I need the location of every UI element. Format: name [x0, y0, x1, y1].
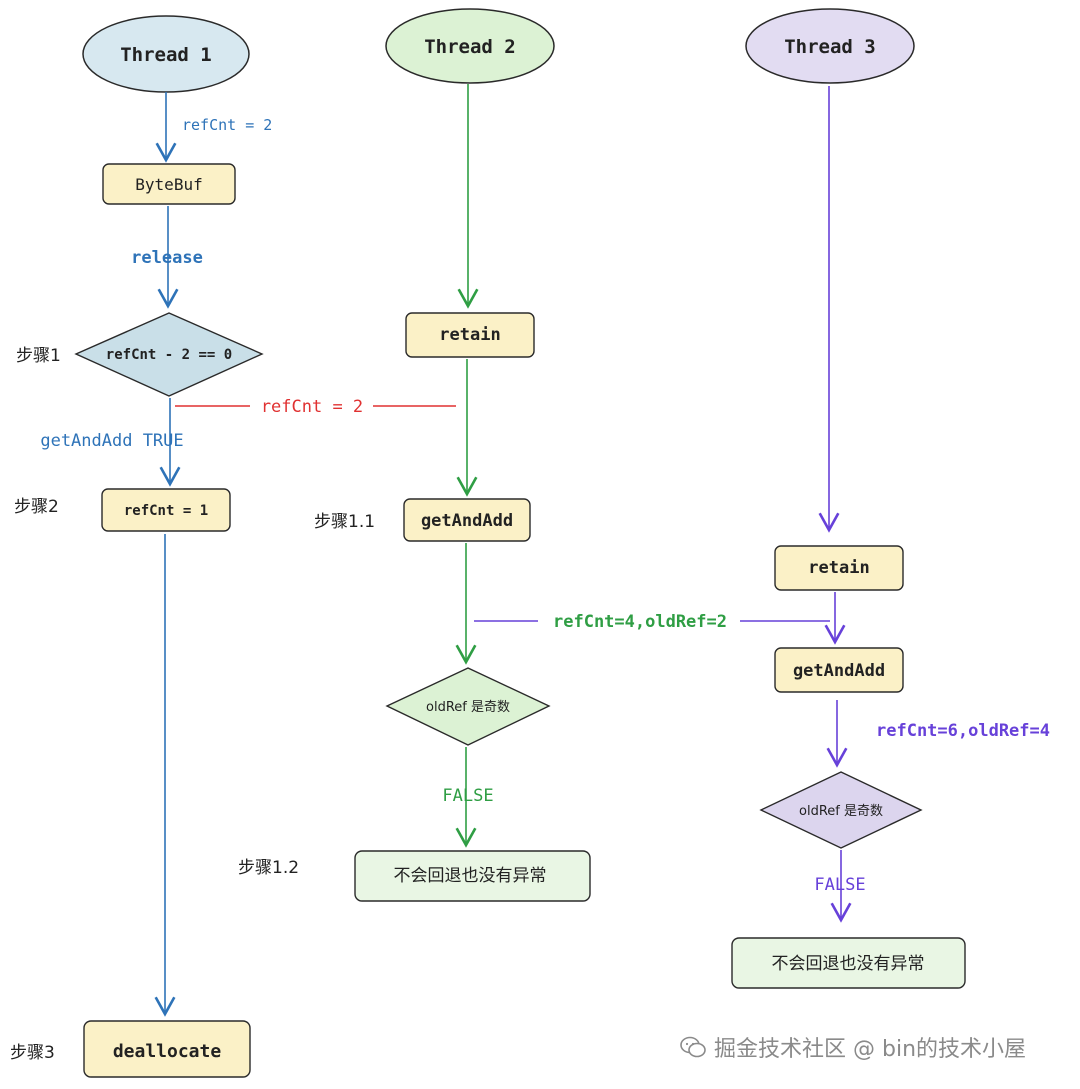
edge-label-getandadd-true: getAndAdd TRUE	[40, 431, 183, 451]
t3-result-node-shape	[731, 937, 966, 989]
thread-1-column: Thread 1 refCnt = 2 ByteBuf release refC…	[40, 15, 272, 1078]
cross-edge-t1-t2: refCnt = 2	[175, 397, 456, 417]
refcnt1-label: refCnt = 1	[124, 503, 208, 519]
thread-3-label: Thread 3	[784, 36, 876, 58]
t2-getandadd-label: getAndAdd	[421, 511, 513, 531]
t3-edge-label-false: FALSE	[814, 875, 865, 895]
t3-decision-label: oldRef 是奇数	[799, 803, 883, 819]
watermark-text: 掘金技术社区 @ bin的技术小屋	[714, 1037, 1027, 1062]
cross-edge-t2-t3-label: refCnt=4,oldRef=2	[553, 612, 727, 632]
refcnt1-node-shape	[101, 488, 231, 532]
t2-edge-label-false: FALSE	[442, 786, 493, 806]
t3-getandadd-label: getAndAdd	[793, 661, 885, 681]
decision-refcnt-minus-2-shape	[74, 312, 264, 397]
bytebuf-node-shape	[102, 163, 236, 205]
edge-label-refcnt-2: refCnt = 2	[182, 116, 272, 134]
step-1-1-label: 步骤1.1	[314, 512, 375, 532]
thread-2-node-shape	[385, 8, 555, 84]
t2-decision-shape	[385, 667, 551, 746]
t3-decision-shape	[759, 771, 923, 849]
cross-edge-label: refCnt = 2	[261, 397, 363, 417]
t2-retain-label: retain	[439, 325, 500, 345]
thread-2-label: Thread 2	[424, 36, 516, 58]
t3-getandadd-node-shape	[774, 647, 904, 693]
thread-3-node-shape	[745, 8, 915, 84]
decision-refcnt-minus-2-label: refCnt - 2 == 0	[106, 347, 232, 363]
edge-label-release: release	[131, 248, 203, 268]
t3-edge-label-values: refCnt=6,oldRef=4	[876, 721, 1050, 741]
step-1-label: 步骤1	[16, 346, 61, 366]
deallocate-node-shape	[83, 1020, 251, 1078]
t2-result-node-shape	[354, 850, 591, 902]
step-labels: 步骤1 步骤2 步骤3 步骤1.1 步骤1.2	[10, 346, 375, 1063]
t2-decision-label: oldRef 是奇数	[426, 699, 510, 715]
thread-1-label: Thread 1	[120, 44, 212, 66]
t3-result-label: 不会回退也没有异常	[772, 954, 925, 974]
cross-edge-t2-t3: refCnt=4,oldRef=2	[474, 612, 830, 632]
t2-getandadd-node-shape	[403, 498, 531, 542]
thread-2-column: Thread 2 retain getAndAdd oldRef 是奇数 FAL…	[354, 8, 591, 902]
step-3-label: 步骤3	[10, 1043, 55, 1063]
step-2-label: 步骤2	[14, 497, 59, 517]
t2-result-label: 不会回退也没有异常	[394, 866, 547, 886]
step-1-2-label: 步骤1.2	[238, 858, 299, 878]
watermark: 掘金技术社区 @ bin的技术小屋	[680, 1030, 1026, 1064]
t2-retain-node-shape	[405, 312, 535, 358]
t3-retain-node-shape	[774, 545, 904, 591]
deallocate-label: deallocate	[113, 1041, 222, 1062]
thread-3-column: Thread 3 retain getAndAdd refCnt=6,oldRe…	[731, 8, 1050, 989]
wechat-icon	[680, 1036, 706, 1058]
t3-retain-label: retain	[808, 558, 869, 578]
bytebuf-label: ByteBuf	[135, 175, 202, 194]
